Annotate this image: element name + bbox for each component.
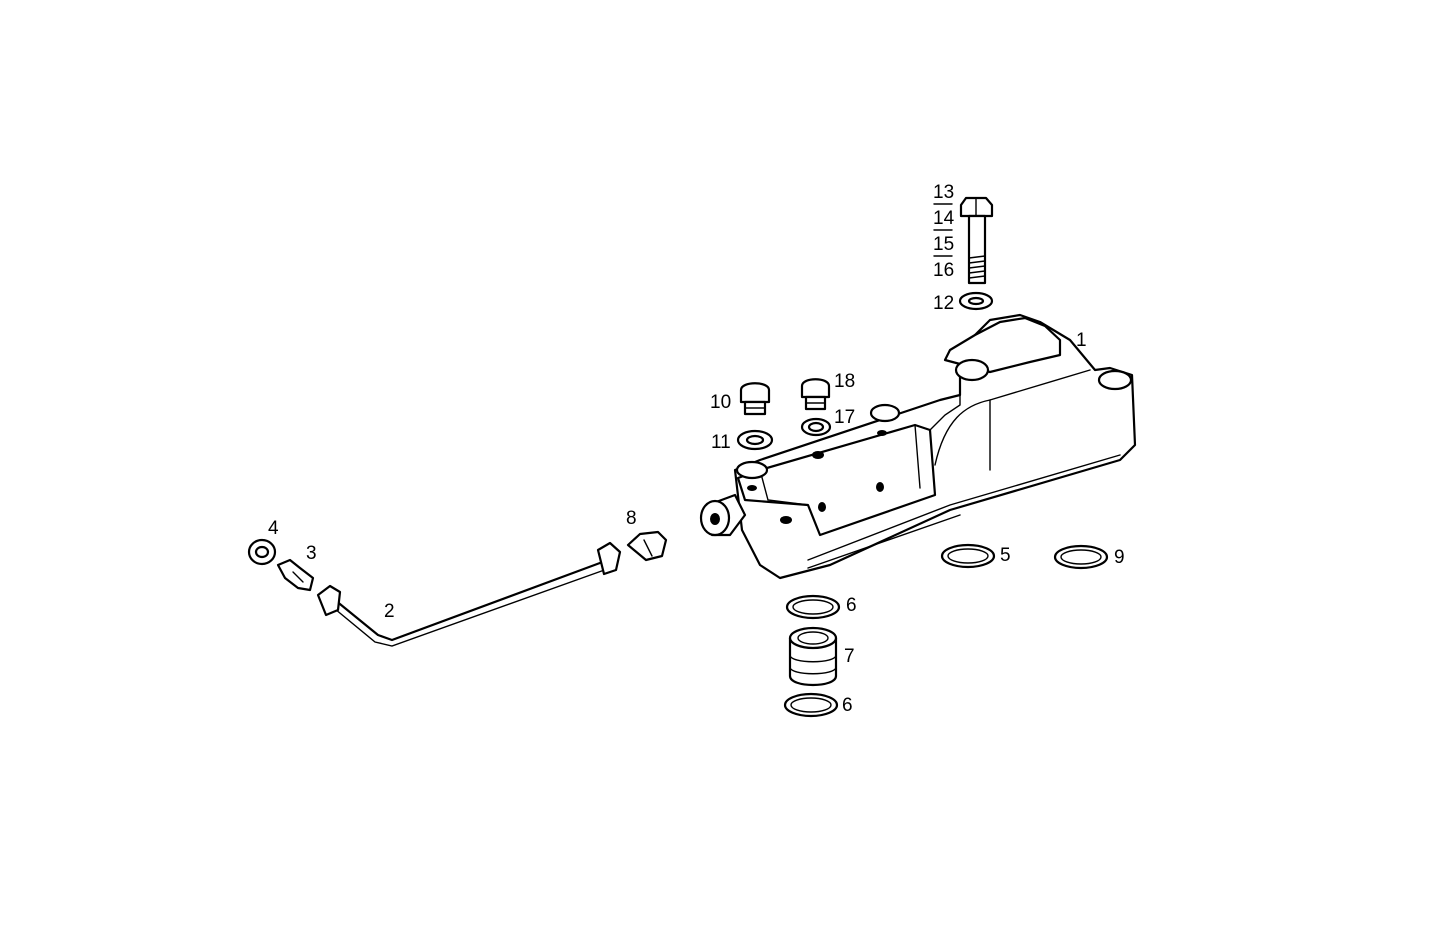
- pipe-part-2: [316, 541, 622, 647]
- callout-2: 2: [384, 601, 395, 622]
- washer-part-4: [247, 538, 277, 566]
- callout-3: 3: [306, 543, 317, 564]
- washer-part-17: [800, 417, 832, 437]
- housing-part-1: [699, 313, 1137, 580]
- callout-10: 10: [710, 392, 731, 413]
- callout-6-lower: 6: [842, 695, 853, 716]
- fitting-part-3: [276, 558, 315, 592]
- fitting-part-8: [626, 530, 668, 562]
- callout-16: 16: [933, 260, 954, 281]
- callout-5: 5: [1000, 545, 1011, 566]
- callout-14: 14: [933, 208, 955, 229]
- callout-18: 18: [834, 371, 855, 392]
- callout-12: 12: [933, 293, 954, 314]
- callout-17: 17: [834, 407, 855, 428]
- callout-6-upper: 6: [846, 595, 857, 616]
- callout-4: 4: [268, 518, 279, 539]
- o-ring-part-6-lower: [783, 692, 839, 718]
- sleeve-part-7: [788, 626, 838, 686]
- bolt-parts-13-16: [959, 196, 994, 285]
- washer-part-12: [958, 291, 994, 311]
- washer-part-11: [736, 429, 774, 451]
- bolt-callout-separators: [933, 203, 953, 257]
- callout-9: 9: [1114, 547, 1125, 568]
- callout-15: 15: [933, 234, 954, 255]
- callout-1: 1: [1076, 330, 1087, 351]
- callout-11: 11: [711, 432, 731, 453]
- callout-13: 13: [933, 182, 954, 203]
- plug-part-10: [739, 382, 771, 416]
- o-ring-part-9: [1053, 544, 1109, 570]
- callout-labels: 1 2 3 4 5 6 7 6 8 9 10 11 12 13 14 15 16…: [268, 182, 1125, 716]
- o-ring-part-5: [940, 543, 996, 569]
- plug-part-18: [800, 378, 831, 411]
- callout-7: 7: [844, 646, 855, 667]
- o-ring-part-6-upper: [785, 594, 841, 620]
- callout-8: 8: [626, 508, 637, 529]
